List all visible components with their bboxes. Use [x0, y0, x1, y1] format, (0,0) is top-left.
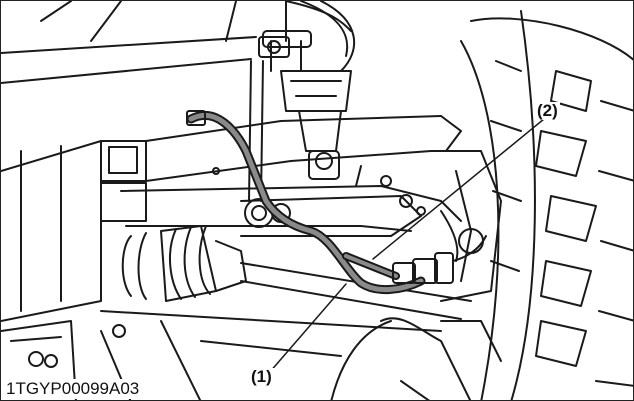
- leader-line-2: [372, 118, 545, 260]
- shock-absorber: [262, 1, 355, 180]
- drive-axle: [100, 225, 472, 332]
- leader-lines: [268, 118, 545, 374]
- upper-frame-tube: [1, 1, 257, 84]
- brake-hose: [186, 110, 426, 295]
- figure-code: 1TGYP00099A03: [5, 379, 143, 399]
- knuckle: [330, 150, 502, 400]
- upper-arm: [145, 115, 462, 182]
- tire: [460, 10, 633, 400]
- callout-label-2: (2): [535, 101, 560, 120]
- hose-fitting: [342, 210, 487, 284]
- left-frame: [1, 140, 147, 400]
- leader-line-1: [268, 283, 347, 374]
- callout-label-1: (1): [249, 367, 274, 386]
